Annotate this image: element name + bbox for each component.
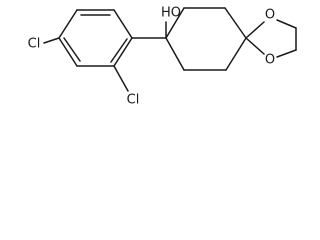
c-cl-bond-para: [43, 37, 60, 44]
o-c-bond-top: [276, 19, 297, 29]
cyclohexane-ring: [165, 7, 247, 71]
aromatic-bond: [58, 37, 78, 67]
chlorine-ortho-label: Cl: [127, 93, 140, 108]
oxygen-bottom-label: O: [265, 53, 275, 68]
ring-bond: [165, 7, 185, 39]
aromatic-bond: [58, 9, 78, 39]
oxygen-top-label: O: [265, 8, 275, 23]
aromatic-bond: [113, 9, 133, 39]
c-o-bond-bottom: [245, 37, 265, 55]
aromatic-double-bond: [63, 37, 81, 62]
structural-formula: Cl Cl HO O O: [28, 6, 297, 108]
ring-bond: [165, 37, 185, 71]
dioxolane-ring: [245, 19, 297, 58]
aromatic-double-bond: [110, 38, 128, 63]
c-o-bond-top: [245, 21, 265, 39]
hydroxyl-label: HO: [161, 6, 181, 21]
c-cl-bond-ortho: [113, 65, 129, 92]
o-c-bond-bottom: [276, 49, 297, 58]
chlorine-para-label: Cl: [28, 37, 41, 52]
ring-bond: [224, 7, 247, 39]
benzene-ring: [58, 9, 133, 67]
ring-bond: [225, 37, 247, 71]
aromatic-bond: [113, 37, 133, 67]
